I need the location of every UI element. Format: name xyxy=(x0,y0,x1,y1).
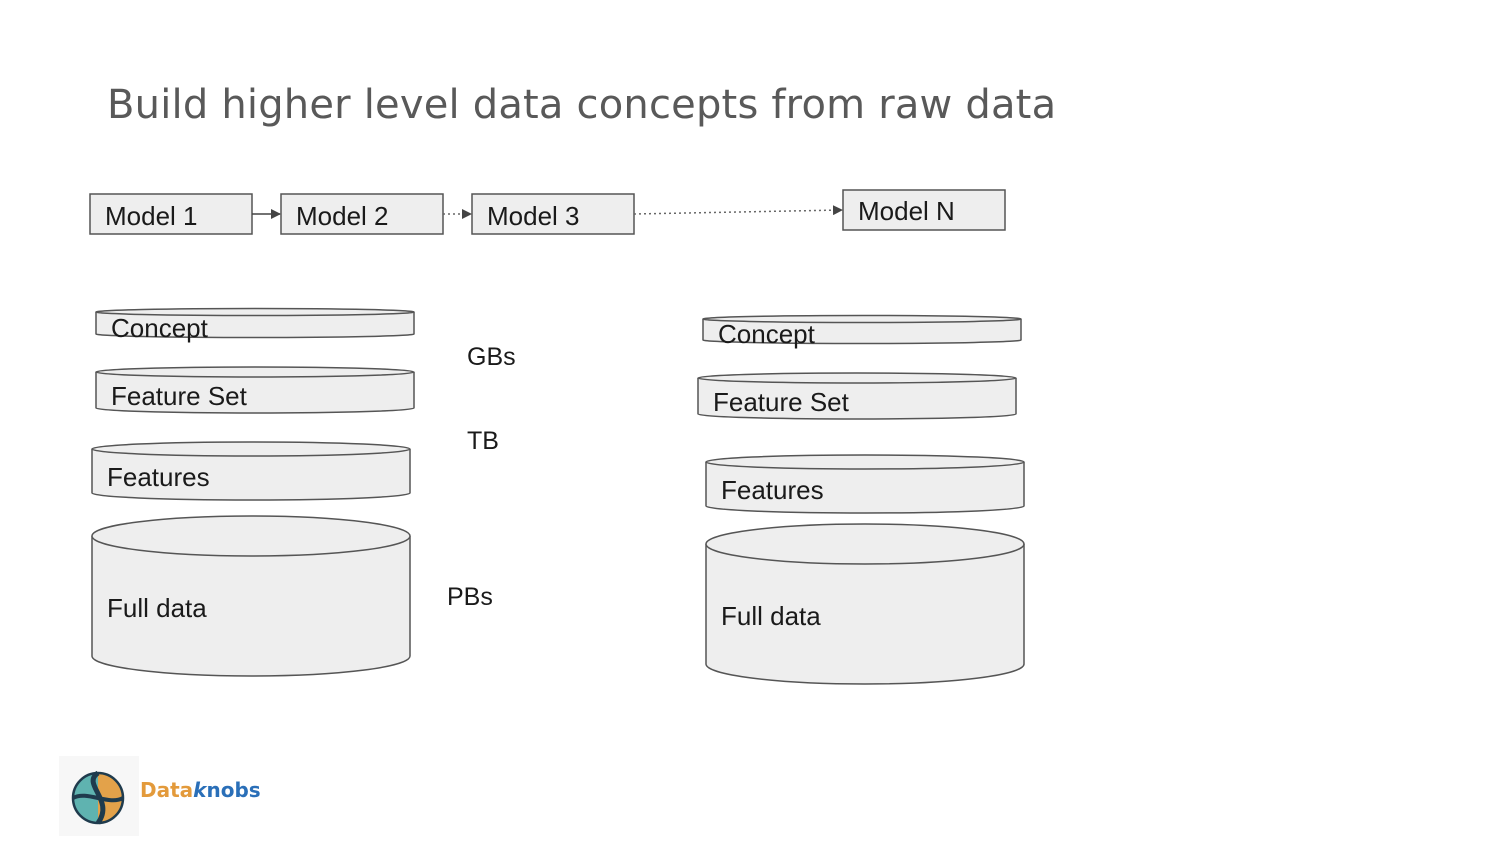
brand-part-2: k xyxy=(193,778,207,802)
left-concept-cylinder: Concept xyxy=(95,307,415,343)
right-full-data-label: Full data xyxy=(721,601,821,631)
left-feature-set-cylinder: Feature Set xyxy=(95,366,415,414)
left-full-data-cylinder: Full data xyxy=(91,515,411,677)
brand-part-1: Data xyxy=(140,778,194,802)
brand-part-3: nobs xyxy=(206,778,261,802)
right-feature-set-label: Feature Set xyxy=(713,387,850,417)
left-concept-label: Concept xyxy=(111,313,209,343)
dataknobs-logo xyxy=(59,756,139,836)
page-title: Build higher level data concepts from ra… xyxy=(107,82,1057,128)
arrow-model3-to-modeln xyxy=(633,205,843,216)
logo-mark-icon xyxy=(71,770,125,825)
model-n-box: Model N xyxy=(842,189,1006,231)
model-3-label: Model 3 xyxy=(487,201,580,231)
left-features-cylinder: Features xyxy=(91,441,411,501)
right-features-cylinder: Features xyxy=(705,454,1025,514)
size-label-tb: TB xyxy=(467,427,499,455)
size-label-pbs: PBs xyxy=(447,583,493,611)
brand-wordmark: Dataknobs xyxy=(140,778,261,802)
right-features-label: Features xyxy=(721,475,824,505)
model-1-box: Model 1 xyxy=(89,193,253,235)
right-full-data-cylinder: Full data xyxy=(705,523,1025,685)
right-concept-cylinder: Concept xyxy=(702,314,1022,349)
left-full-data-label: Full data xyxy=(107,593,207,623)
right-concept-label: Concept xyxy=(718,319,816,349)
right-feature-set-cylinder: Feature Set xyxy=(697,372,1017,420)
model-n-label: Model N xyxy=(858,196,955,226)
model-3-box: Model 3 xyxy=(471,193,635,235)
size-label-gbs: GBs xyxy=(467,343,516,371)
left-feature-set-label: Feature Set xyxy=(111,381,248,411)
model-1-label: Model 1 xyxy=(105,201,198,231)
left-features-label: Features xyxy=(107,462,210,492)
model-2-label: Model 2 xyxy=(296,201,389,231)
model-2-box: Model 2 xyxy=(280,193,444,235)
